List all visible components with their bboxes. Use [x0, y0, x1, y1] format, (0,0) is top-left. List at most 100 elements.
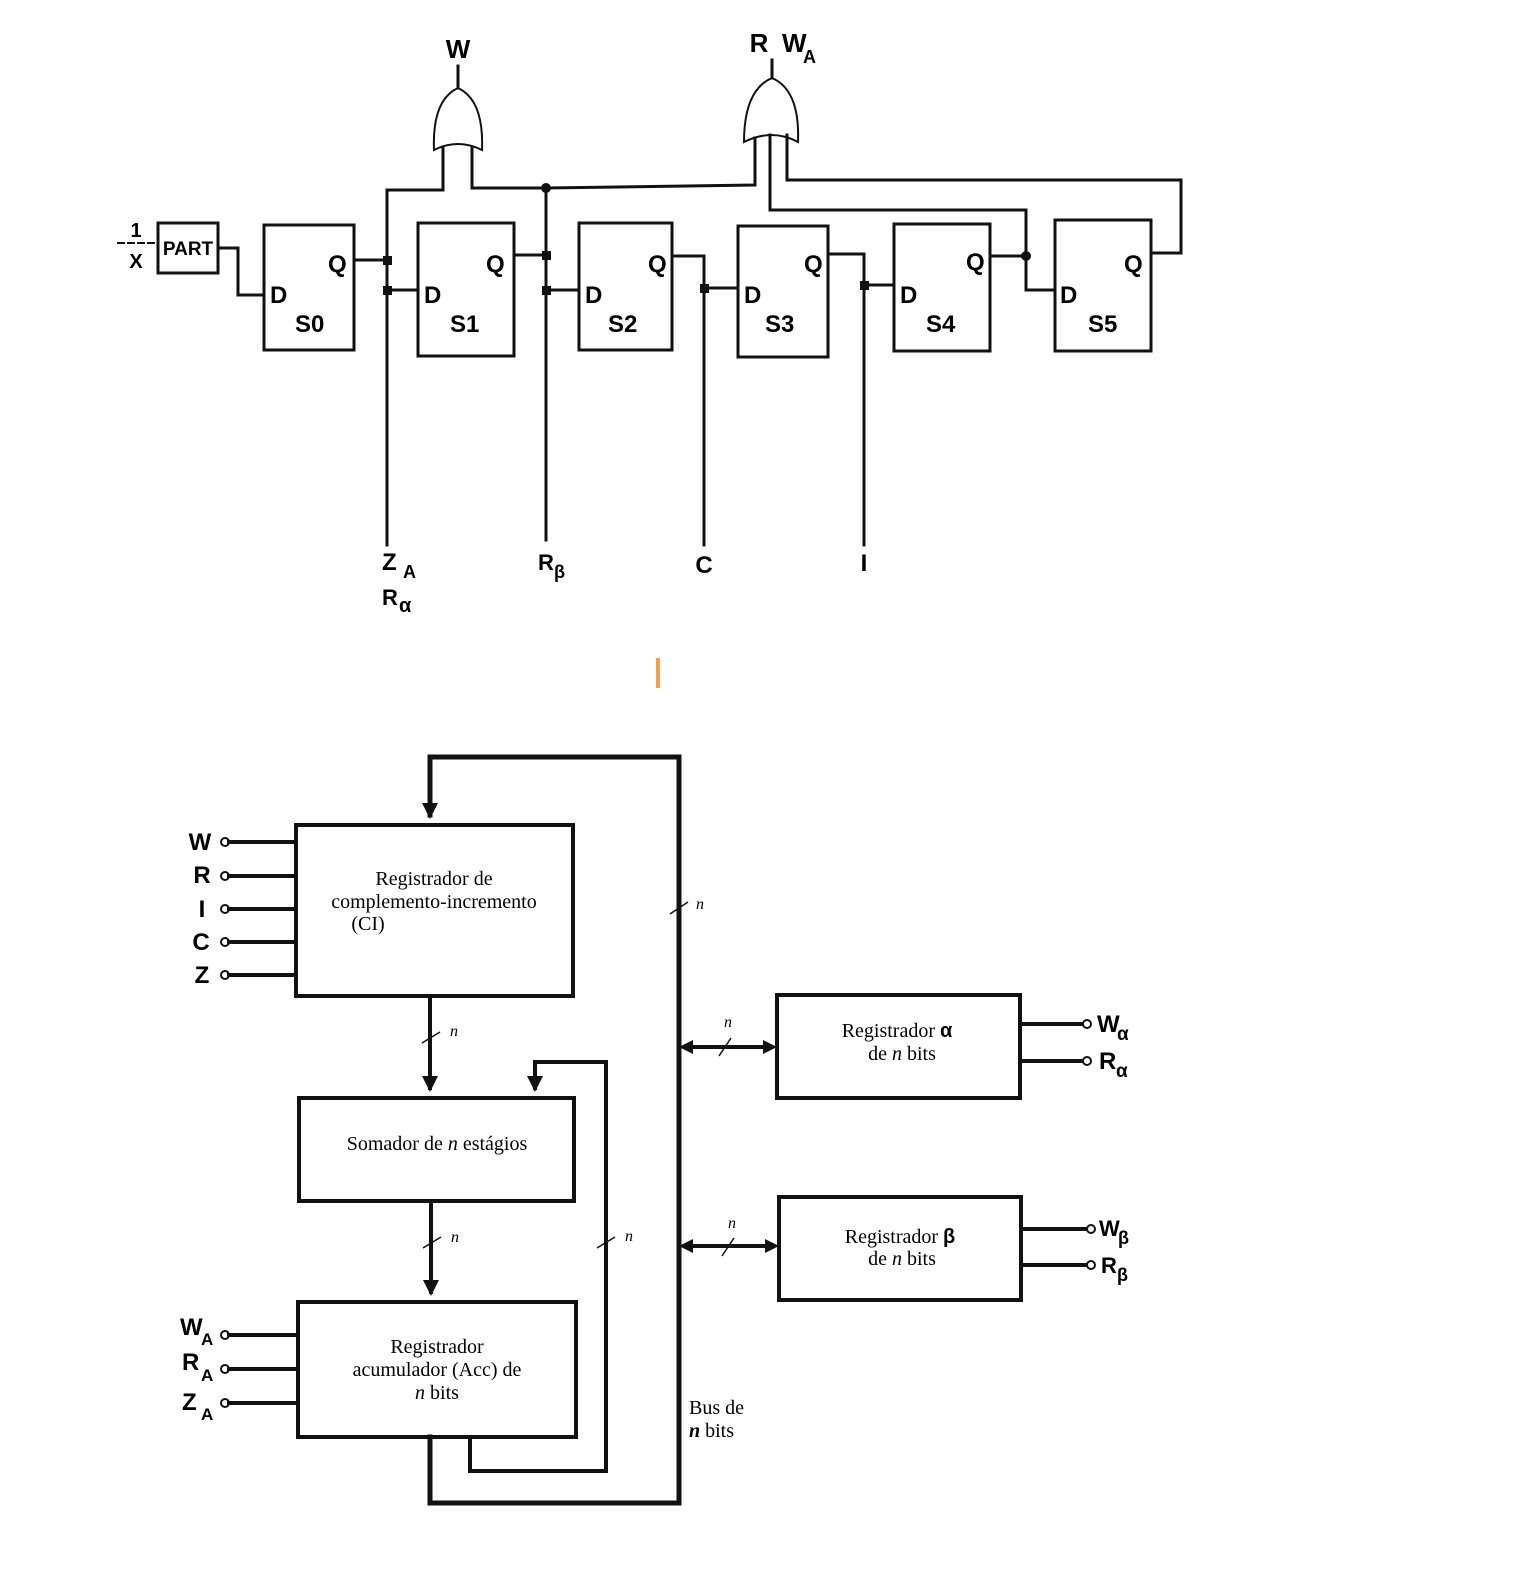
acc-input-za: Z A [182, 1389, 300, 1424]
svg-text:Z: Z [195, 962, 210, 989]
s2-q-label: Q [648, 251, 667, 278]
control-unit: 1 X PART D Q S0 D Q S1 D Q S2 D Q [117, 28, 1183, 617]
bus-wires [422, 754, 779, 1506]
svg-text:A: A [201, 1330, 213, 1349]
beta-output-w: W β [1019, 1216, 1129, 1248]
alpha-outputs: W α R α [1018, 1011, 1129, 1082]
bus-label-line2: n bits [689, 1420, 734, 1442]
beta-line2: de n bits [868, 1248, 936, 1270]
beta-register: Registrador β de n bits [777, 1195, 1023, 1302]
flipflop-s4: D Q S4 [892, 222, 992, 353]
svg-text:R: R [1099, 1048, 1116, 1075]
s4-q-label: Q [966, 249, 985, 276]
svg-text:A: A [201, 1366, 213, 1385]
svg-text:n: n [696, 896, 704, 913]
svg-text:n: n [724, 1014, 732, 1031]
s3-q-label: Q [804, 251, 823, 278]
ci-input-c: C [192, 929, 298, 956]
svg-text:β: β [1118, 1228, 1129, 1248]
or-gate-w: W [385, 34, 548, 192]
tap-ralpha-label: R [382, 585, 398, 610]
tap-za-label: Z [382, 549, 397, 576]
beta-outputs: W β R β [1019, 1216, 1129, 1285]
or-gate-w-output-label: W [446, 34, 471, 64]
svg-text:I: I [199, 896, 206, 923]
s3-name: S3 [765, 311, 794, 338]
beta-output-r: R β [1019, 1253, 1128, 1285]
ci-input-z: Z [195, 962, 298, 989]
svg-text:n: n [451, 1229, 459, 1246]
svg-text:C: C [192, 929, 209, 956]
s1-name: S1 [450, 311, 479, 338]
flipflop-s0: D Q S0 [262, 223, 356, 352]
orange-mark [656, 658, 660, 688]
s0-q-label: Q [328, 251, 347, 278]
accumulator-register: Registrador acumulador (Acc) de n bits [296, 1300, 578, 1439]
alpha-output-w: W α [1018, 1011, 1129, 1045]
s5-d-label: D [1060, 282, 1077, 309]
svg-text:n: n [625, 1228, 633, 1245]
tap-za-subscript: A [403, 562, 416, 582]
svg-text:A: A [201, 1405, 213, 1424]
flipflop-s5: D Q S5 [1053, 218, 1153, 353]
tap-labels: Z A R α R β C I [382, 549, 867, 617]
s5-name: S5 [1088, 311, 1117, 338]
tap-rbeta-label: R [538, 550, 554, 575]
flipflop-s3: D Q S3 [736, 224, 830, 359]
svg-text:W: W [189, 829, 212, 856]
s1-d-label: D [424, 282, 441, 309]
adder-label: Somador de n estágios [347, 1133, 528, 1155]
part-label: PART [163, 239, 214, 260]
s0-name: S0 [295, 311, 324, 338]
acc-line2: acumulador (Acc) de [353, 1359, 522, 1381]
s2-name: S2 [608, 311, 637, 338]
s3-d-label: D [744, 282, 761, 309]
svg-text:W: W [180, 1314, 203, 1341]
svg-text:W: W [1097, 1011, 1120, 1038]
or-gate-w-subscript: A [803, 47, 816, 67]
width-mark-ci-adder: n [421, 1023, 458, 1044]
width-mark-beta: n [721, 1215, 736, 1257]
svg-text:β: β [1117, 1265, 1128, 1285]
tap-i-label: I [861, 550, 868, 577]
ci-input-w: W [189, 829, 298, 856]
s0-d-label: D [270, 282, 287, 309]
alpha-output-r: R α [1018, 1048, 1128, 1082]
flipflop-s2: D Q S2 [577, 221, 674, 352]
ci-inputs: W R I C Z [189, 829, 298, 989]
s2-d-label: D [585, 282, 602, 309]
ci-input-i: I [199, 896, 298, 923]
or-gate-w-label: W [782, 28, 807, 58]
svg-text:n: n [450, 1023, 458, 1040]
acc-inputs: W A R A Z A [180, 1314, 300, 1424]
acc-line1: Registrador [390, 1336, 484, 1358]
svg-text:R: R [1101, 1253, 1117, 1278]
s1-q-label: Q [486, 251, 505, 278]
ci-register: Registrador de complemento-incremento (C… [294, 823, 575, 998]
or-gate-r-wa: R W A [541, 28, 816, 193]
acc-input-ra: R A [182, 1349, 300, 1385]
tap-rbeta-subscript: β [554, 562, 565, 582]
alpha-line1: Registrador α [842, 1020, 953, 1042]
tap-ralpha-subscript: α [399, 595, 412, 617]
beta-line1: Registrador β [845, 1226, 956, 1248]
svg-text:α: α [1117, 1024, 1129, 1045]
start-input: 1 X [117, 220, 157, 273]
svg-text:Z: Z [182, 1389, 197, 1416]
or-gate-r-label: R [750, 28, 769, 58]
svg-text:W: W [1099, 1216, 1120, 1241]
alpha-line2: de n bits [868, 1043, 936, 1065]
ci-input-r: R [193, 862, 298, 889]
svg-text:R: R [182, 1349, 199, 1376]
flipflop-s1: D Q S1 [416, 221, 516, 358]
width-mark-adder-acc: n [422, 1229, 459, 1249]
ci-register-line1: Registrador de [375, 868, 492, 890]
start-input-bottom-label: X [129, 251, 143, 273]
ci-register-line3: (CI) [351, 913, 384, 935]
chain-wires [352, 133, 1183, 547]
bus-label: Bus de n bits [689, 1397, 744, 1442]
start-input-top-label: 1 [130, 220, 141, 242]
svg-text:α: α [1116, 1061, 1128, 1082]
ci-register-line2: complemento-incremento [331, 891, 536, 913]
